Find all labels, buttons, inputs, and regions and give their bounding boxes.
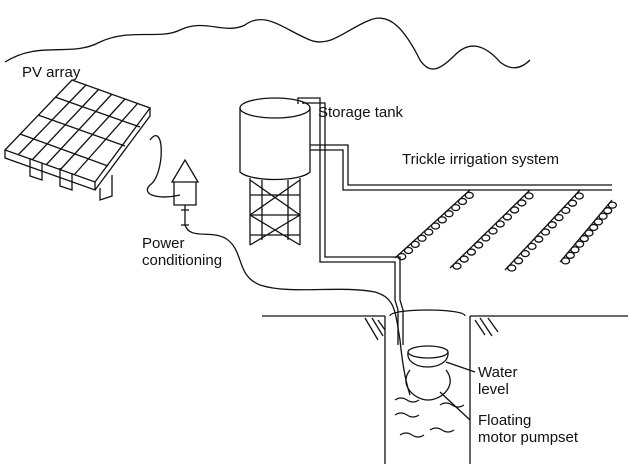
plant: [417, 234, 427, 242]
plant: [410, 240, 420, 249]
plant: [607, 201, 618, 209]
label-pumpset-1: Floating: [478, 412, 532, 429]
irrigation-rows: [394, 189, 618, 272]
plant: [507, 264, 517, 272]
plant: [513, 257, 524, 265]
plant: [495, 220, 505, 228]
plant: [560, 257, 571, 265]
plant: [561, 206, 571, 215]
plant: [524, 192, 534, 200]
power-conditioning-unit: [170, 158, 411, 396]
plant: [570, 246, 580, 254]
plant: [517, 199, 527, 207]
plant: [452, 262, 462, 270]
plant: [584, 229, 594, 237]
pv-array: [3, 79, 181, 201]
plant: [444, 210, 454, 218]
plant: [424, 228, 434, 236]
plant: [502, 213, 513, 221]
plant: [451, 203, 461, 212]
plant: [574, 240, 585, 248]
plant: [430, 222, 441, 230]
plant: [540, 228, 551, 236]
plant: [473, 241, 484, 249]
plant: [466, 248, 477, 256]
plant: [437, 216, 447, 224]
plant: [509, 206, 520, 214]
label-pv-array: PV array: [22, 64, 81, 81]
plant: [403, 246, 414, 255]
plant: [459, 255, 469, 263]
label-water-level-1: Water: [478, 364, 518, 381]
label-trickle-irrigation: Trickle irrigation system: [402, 151, 559, 168]
plant: [567, 199, 578, 207]
plant: [603, 207, 613, 215]
label-power-conditioning-1: Power: [142, 235, 185, 252]
floating-pumpset: [405, 345, 476, 421]
plant: [534, 235, 544, 243]
plant: [457, 197, 468, 206]
plant: [547, 221, 557, 229]
plant: [565, 251, 575, 259]
well: [262, 309, 628, 464]
plant: [481, 234, 491, 242]
plant: [527, 242, 537, 251]
plant: [579, 234, 589, 243]
label-power-conditioning-2: conditioning: [142, 252, 223, 269]
plant: [554, 213, 564, 222]
plant: [397, 252, 407, 261]
label-storage-tank: Storage tank: [318, 104, 404, 121]
plant: [520, 249, 530, 258]
pipes: [297, 97, 612, 345]
plant: [488, 227, 498, 235]
plant: [589, 223, 599, 232]
label-pumpset-2: motor pumpset: [478, 429, 579, 446]
label-water-level-2: level: [478, 381, 509, 398]
plant: [574, 192, 584, 200]
mountains: [4, 17, 531, 70]
storage-tank: [239, 97, 311, 246]
plant: [464, 191, 474, 200]
plant: [598, 212, 608, 220]
plant: [593, 218, 604, 226]
